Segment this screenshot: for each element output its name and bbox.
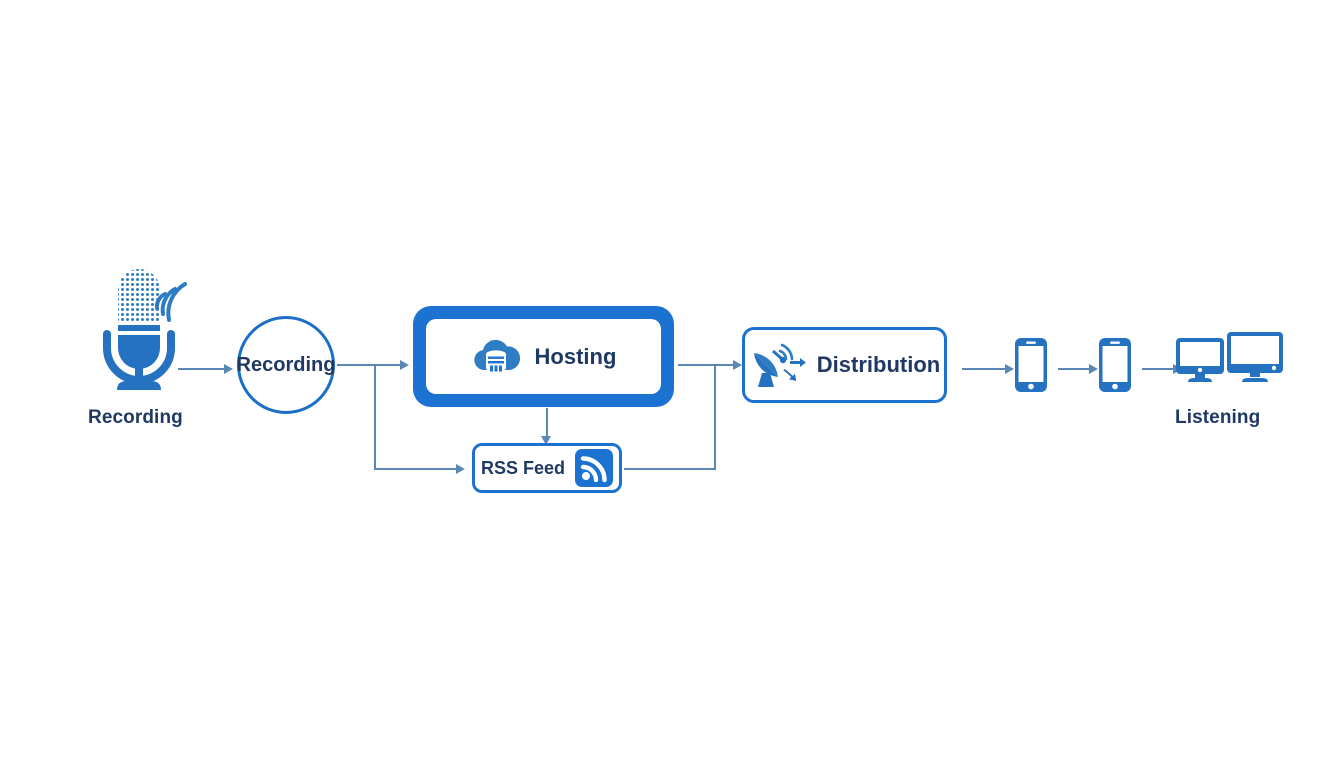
distribution-node-label: Distribution [816, 352, 941, 377]
rss-feed-node[interactable]: RSS Feed [472, 443, 622, 493]
smartphone-icon [1099, 338, 1131, 392]
smartphone-icon [1015, 338, 1047, 392]
distribution-node[interactable]: Distribution [742, 327, 947, 403]
devices-caption: Listening [1175, 407, 1261, 428]
monitor-icon [1176, 338, 1224, 385]
recording-node[interactable]: Recording [237, 316, 335, 414]
hosting-node-label: Hosting [534, 343, 617, 369]
hosting-node-inner: Hosting [426, 319, 661, 394]
satellite-dish-icon [749, 339, 811, 391]
monitor-icon [1227, 332, 1283, 385]
rss-feed-node-label: RSS Feed [480, 457, 566, 478]
cloud-database-icon [471, 337, 521, 377]
rss-icon [575, 449, 614, 487]
hosting-node[interactable]: Hosting [413, 306, 674, 407]
microphone-icon [95, 262, 190, 394]
microphone-caption: Recording [88, 407, 183, 428]
recording-node-label: Recording [236, 353, 336, 376]
